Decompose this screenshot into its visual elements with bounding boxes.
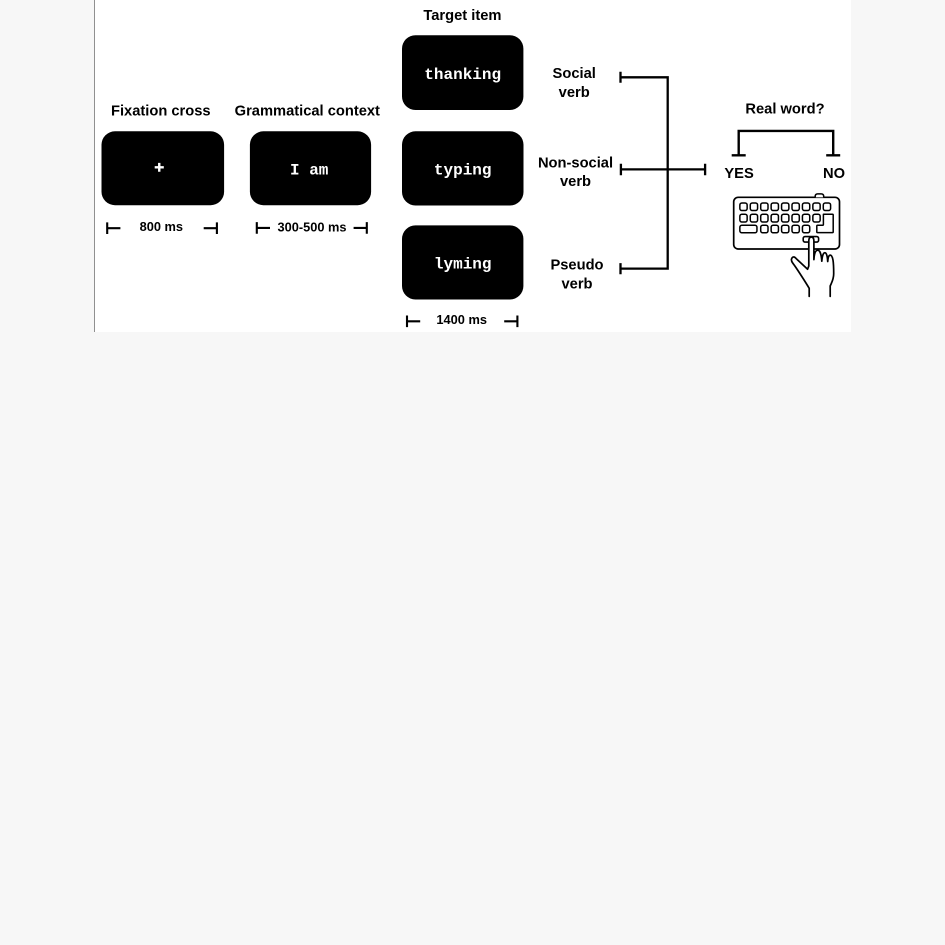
svg-text:verb: verb	[560, 174, 591, 190]
svg-text:NO: NO	[823, 166, 845, 182]
svg-text:Target item: Target item	[423, 8, 501, 24]
svg-text:Non-social: Non-social	[538, 155, 613, 171]
svg-text:Real word?: Real word?	[745, 102, 824, 118]
svg-text:verb: verb	[559, 85, 590, 101]
svg-text:typing: typing	[434, 162, 492, 180]
svg-text:Social: Social	[553, 66, 596, 82]
svg-text:YES: YES	[724, 166, 754, 182]
svg-text:verb: verb	[561, 276, 592, 292]
svg-text:Grammatical context: Grammatical context	[235, 104, 380, 120]
svg-text:Pseudo: Pseudo	[550, 258, 603, 274]
svg-text:lyming: lyming	[434, 256, 492, 274]
svg-text:300-500 ms: 300-500 ms	[277, 219, 346, 234]
svg-text:800 ms: 800 ms	[140, 219, 183, 234]
svg-text:Fixation cross: Fixation cross	[111, 104, 211, 120]
svg-text:I am: I am	[290, 162, 329, 180]
svg-text:thanking: thanking	[424, 66, 501, 84]
svg-text:1400 ms: 1400 ms	[436, 312, 487, 327]
